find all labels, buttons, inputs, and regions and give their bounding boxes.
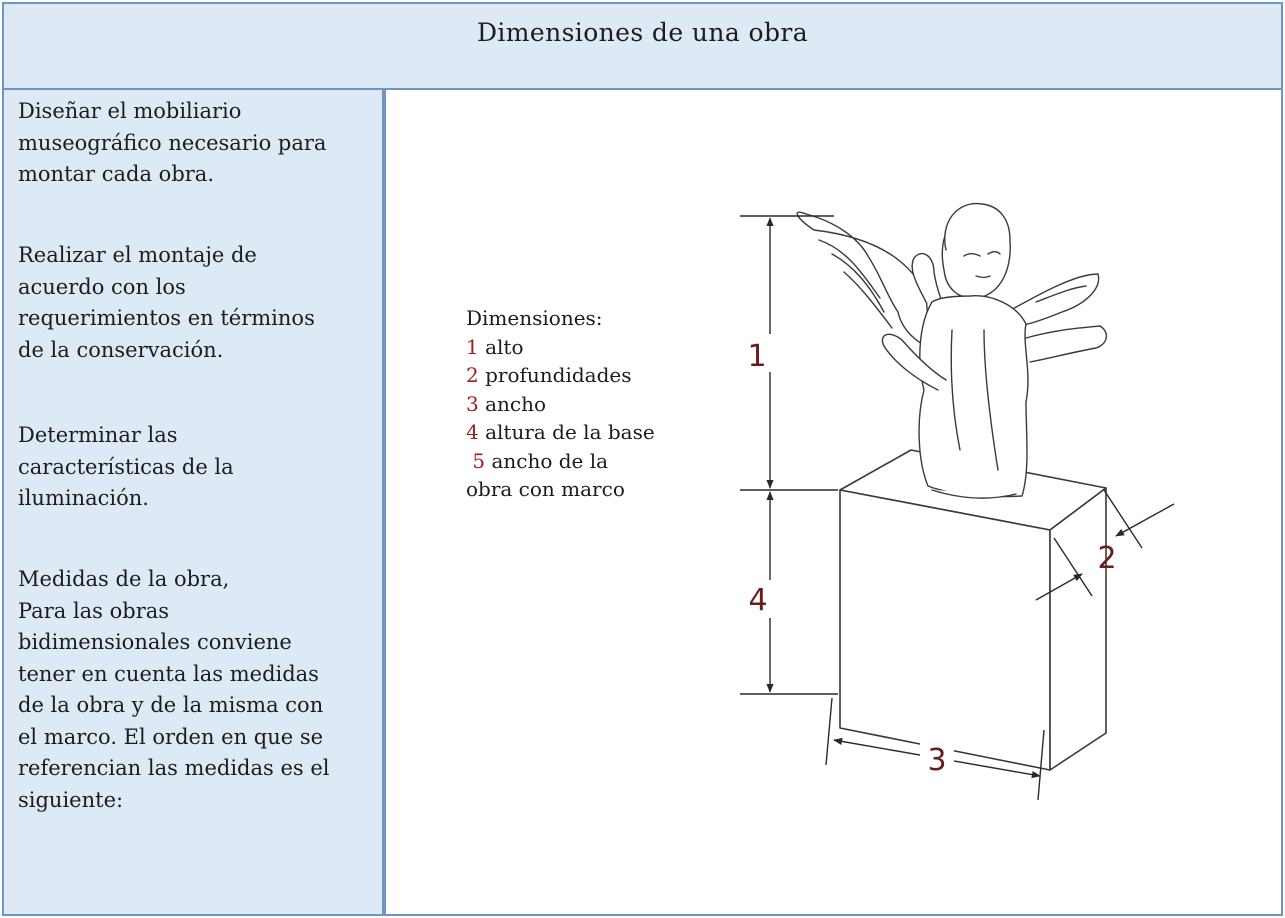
legend-heading: Dimensiones: — [466, 306, 603, 330]
angel-sculpture-figure — [796, 202, 1107, 499]
dimension-label-width: 3 — [927, 743, 946, 778]
legend-item: 3 ancho — [466, 391, 547, 416]
dimension-label-base-height: 4 — [748, 583, 767, 618]
paragraph-mounting: Realizar el montaje de acuerdo con los r… — [18, 243, 315, 362]
legend-item: 2 profundidades — [466, 363, 632, 387]
content-column: Dimensiones: 1 alto 2 profundidades 3 an… — [386, 90, 1281, 914]
page-title: Dimensiones de una obra — [476, 18, 809, 47]
legend-item: 4 altura de la base — [466, 420, 655, 444]
dimension-labels: 1 4 3 2 — [743, 334, 1117, 778]
dimensions-legend: Dimensiones: 1 alto 2 profundidades 3 an… — [466, 304, 696, 504]
legend-item: 1 alto — [466, 334, 524, 359]
dimension-label-depth: 2 — [1097, 541, 1116, 576]
label-mask — [920, 742, 954, 778]
paragraph-design: Diseñar el mobiliario museográfico neces… — [18, 99, 327, 186]
label-mask — [744, 580, 772, 618]
legend-item: 5 ancho de la — [466, 448, 609, 473]
paragraph-lighting: Determinar las características de la ilu… — [18, 423, 234, 510]
sidebar-column: Diseñar el mobiliario museográfico neces… — [4, 90, 386, 914]
legend-continuation: obra con marco — [466, 477, 625, 501]
dimension-label-height: 1 — [747, 339, 766, 374]
paragraph-measurements: Medidas de la obra, Para las obras bidim… — [18, 567, 330, 812]
label-mask — [743, 334, 771, 372]
header-row: Dimensiones de una obra — [4, 4, 1281, 90]
sculpture-dimension-diagram: 1 4 3 2 — [740, 202, 1175, 801]
